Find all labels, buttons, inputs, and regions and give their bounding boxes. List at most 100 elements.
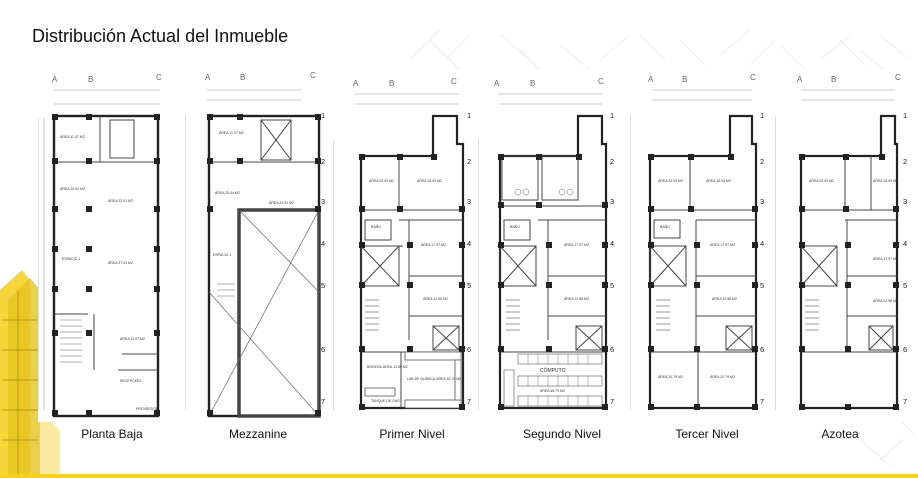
grid-row-label: 1 (467, 111, 471, 120)
room-label: ÁREA 22.91 M2 (269, 201, 294, 205)
room-label: ÁREA 16.93 M2 (706, 179, 731, 183)
room-label: ÁREA 20.79 M2 (658, 375, 683, 379)
grid-row-label: 4 (760, 239, 764, 248)
grid-col-label: C (598, 77, 604, 86)
building-decoration (0, 270, 60, 478)
floor-plan-drawing: A B C (630, 73, 764, 410)
plan-caption-azotea: Azotea (821, 427, 859, 441)
plan-caption-segundo-nivel: Segundo Nivel (522, 427, 602, 441)
grid-row-label: 5 (610, 281, 614, 290)
plan-caption-mezzanine: Mezzanine (228, 427, 288, 441)
floor-plan-drawing: A B C (185, 71, 325, 418)
room-label: ÁREA 11.37 M2 (219, 131, 244, 135)
grid-row-label: 6 (321, 345, 325, 354)
grid-col-label: C (156, 73, 162, 82)
grid-col-label: A (205, 73, 211, 82)
grid-col-label: A (648, 75, 654, 84)
plan-caption-tercer-nivel: Tercer Nivel (675, 427, 739, 441)
room-label: BAÑO (371, 224, 381, 229)
grid-row-label: 2 (610, 157, 614, 166)
floor-plan-drawing: A B C (38, 73, 162, 418)
room-label: PROVEEDOR (136, 407, 159, 411)
grid-row-label: 1 (610, 111, 614, 120)
grid-row-label: 4 (903, 239, 907, 248)
room-label: BAÑO (510, 224, 520, 229)
grid-col-label: B (530, 79, 535, 88)
grid-row-label: 6 (467, 345, 471, 354)
room-label: ÁREA 16.93 M2 (417, 179, 442, 183)
room-label: RECEPCIÓN (120, 378, 141, 383)
grid-row-label: 3 (321, 197, 325, 206)
grid-col-label: A (353, 79, 359, 88)
grid-row-label: 2 (467, 157, 471, 166)
floor-plan-tercer-nivel: A B C (630, 70, 770, 422)
grid-row-label: 5 (467, 281, 471, 290)
grid-row-label: 1 (321, 111, 325, 120)
floor-plan-primer-nivel: A B C (333, 70, 478, 422)
room-label: BODEGA ÁREA 13.89 M2 (367, 365, 408, 369)
grid-col-label: A (52, 75, 58, 84)
grid-row-label: 3 (467, 197, 471, 206)
grid-row-label: 5 (321, 281, 325, 290)
grid-row-label: 2 (903, 157, 907, 166)
room-label: ESPACIO 1 (62, 257, 80, 261)
grid-row-label: 3 (903, 197, 907, 206)
room-label: ÁREA 20.44 M2 (60, 187, 85, 191)
room-label: ÁREA 12.98 M2 (712, 297, 737, 301)
room-label: ÁREA 17.97 M2 (710, 243, 735, 247)
room-label: ÁREA 20.44 M2 (215, 191, 240, 195)
floor-plan-drawing: A B C (333, 77, 471, 410)
room-label: ÁREA 45.79 M2 (540, 389, 565, 393)
plan-caption-planta-baja: Planta Baja (81, 427, 143, 441)
grid-row-label: 6 (610, 345, 614, 354)
grid-row-label: 2 (760, 157, 764, 166)
floor-plan-mezzanine: A B C (185, 70, 330, 422)
grid-row-label: 2 (321, 157, 325, 166)
grid-row-label: 7 (321, 397, 325, 406)
grid-row-label: 5 (760, 281, 764, 290)
room-label: ÁREA 12.07 M2 (120, 337, 145, 341)
room-label: LAB DE QUÍMICA ÁREA 32.79 M2 (407, 377, 461, 381)
grid-row-label: 7 (610, 397, 614, 406)
room-label: ESPACIO 1 (213, 253, 231, 257)
room-label: BAÑO (660, 224, 670, 229)
room-label: ÁREA 12.98 M2 (873, 299, 898, 303)
grid-row-label: 7 (903, 397, 907, 406)
room-label: ÁREA 27.31 M2 (108, 261, 133, 265)
grid-col-label: C (895, 73, 901, 82)
slide-title: Distribución Actual del Inmueble (32, 26, 289, 46)
grid-col-label: B (389, 79, 394, 88)
room-label: ÁREA 16.93 M2 (873, 179, 898, 183)
floor-plan-segundo-nivel: A B C (478, 70, 623, 422)
grid-col-label: B (240, 73, 245, 82)
room-label: CÓMPUTO (540, 367, 566, 374)
room-label: ÁREA 17.97 M2 (873, 257, 898, 261)
floor-plan-planta-baja: A B C (38, 70, 172, 422)
grid-row-label: 4 (321, 239, 325, 248)
plan-caption-primer-nivel: Primer Nivel (379, 427, 445, 441)
grid-row-label: 6 (903, 345, 907, 354)
room-label: ÁREA 17.97 M2 (421, 243, 446, 247)
room-label: ÁREA 12.98 M2 (423, 297, 448, 301)
floor-plan-drawing: A B C (775, 73, 907, 410)
grid-row-label: 3 (610, 197, 614, 206)
room-label: ÁREA 20.93 M2 (809, 179, 834, 183)
room-label: ÁREA 12.98 M2 (564, 297, 589, 301)
grid-row-label: 6 (760, 345, 764, 354)
grid-row-label: 4 (467, 239, 471, 248)
room-label: ÁREA 20.79 M2 (710, 375, 735, 379)
grid-col-label: B (682, 75, 687, 84)
grid-col-label: C (750, 73, 756, 82)
grid-row-label: 1 (760, 111, 764, 120)
grid-col-label: B (88, 75, 93, 84)
grid-row-label: 7 (760, 397, 764, 406)
room-label: ÁREA 20.93 M2 (369, 179, 394, 183)
room-label: ÁREA 17.97 M2 (564, 243, 589, 247)
grid-col-label: A (494, 79, 500, 88)
grid-row-label: 7 (467, 397, 471, 406)
grid-row-label: 3 (760, 197, 764, 206)
room-label: ÁREA 22.91 M2 (108, 199, 133, 203)
floor-plan-drawing: A B C (478, 77, 614, 410)
